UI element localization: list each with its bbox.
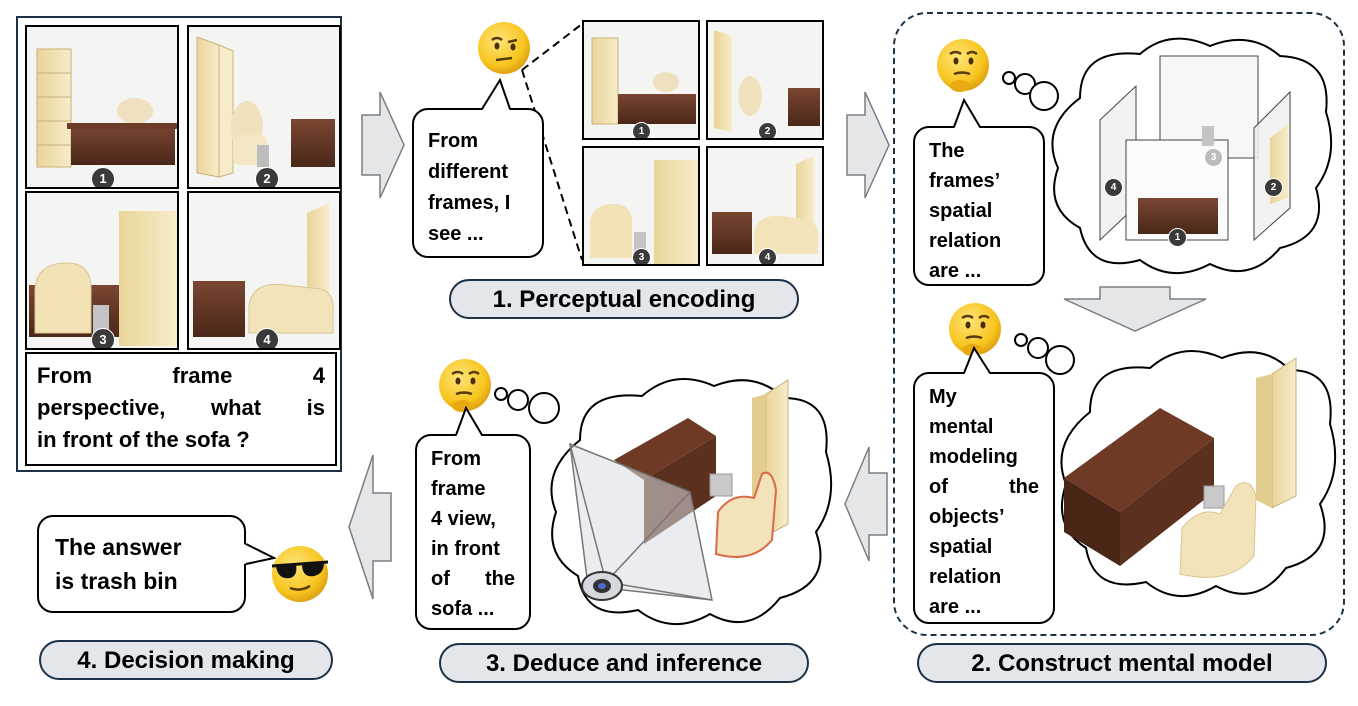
bubble-tail: [963, 346, 991, 375]
question-line: perspective, what is: [37, 395, 325, 420]
perceptual-speech-bubble: From different frames, I see ...: [412, 108, 544, 258]
bubble-line: are ...: [929, 596, 982, 618]
encoded-frame-4: 4: [706, 146, 824, 266]
stage-label-construct-mental-model: 2. Construct mental model: [917, 643, 1327, 683]
frame-number-badge: 4: [1104, 178, 1123, 197]
bubble-tail: [455, 406, 483, 437]
bubble-line: The answer: [55, 534, 182, 560]
left-arrow-2: [348, 454, 392, 600]
view-projection-lines: [521, 23, 583, 261]
frame-number-badge: 3: [91, 328, 115, 348]
question-box: [25, 352, 337, 466]
down-arrow: [1063, 286, 1207, 332]
frame-number-badge: 1: [632, 122, 651, 138]
right-arrow-1: [361, 91, 405, 199]
encoded-frame-1: 1: [582, 20, 700, 140]
stage-label-perceptual-encoding: 1. Perceptual encoding: [449, 279, 799, 319]
bubble-line: frame: [431, 478, 486, 500]
bubble-line: of the: [431, 568, 515, 590]
bubble-line: My: [929, 386, 957, 408]
bubble-line: objects’: [929, 506, 1005, 528]
bubble-line: frames’: [929, 170, 1001, 192]
frame-number-badge: 4: [758, 248, 777, 264]
left-arrow-1: [844, 446, 888, 562]
encoded-frame-2: 2: [706, 20, 824, 140]
frame-number-badge: 2: [255, 167, 279, 187]
thought-cloud-icon: [1051, 37, 1333, 275]
frame-number-badge: 3: [1204, 148, 1223, 167]
bubble-line: spatial: [929, 200, 993, 222]
thinking-face-icon: [478, 22, 530, 74]
bubble-line: frames, I: [428, 192, 511, 214]
bubble-line: mental: [929, 416, 994, 438]
bubble-line: From: [431, 448, 481, 470]
bubble-line: see ...: [428, 223, 484, 245]
camera-icon: [581, 571, 623, 601]
question-panel: [16, 16, 342, 472]
stage-label-decision-making: 4. Decision making: [39, 640, 333, 680]
input-frame-2: 2: [187, 25, 341, 189]
question-line: From frame 4: [37, 363, 325, 388]
bubble-tail: [481, 78, 511, 111]
thought-dots: [494, 387, 560, 424]
thinking-face-icon: [439, 359, 491, 412]
answer-speech-bubble: The answer is trash bin: [37, 515, 246, 613]
thought-cloud-icon: [550, 377, 833, 625]
frame-number-badge: 4: [255, 328, 279, 348]
frames-relation-speech-bubble: The frames’ spatial relation are ...: [913, 126, 1045, 286]
mental-model-dashed-region: [893, 12, 1345, 636]
frame-number-badge: 2: [758, 122, 777, 138]
question-line: in front of the sofa ?: [37, 427, 250, 452]
bubble-line: of the: [929, 476, 1039, 498]
frame-number-badge: 1: [91, 167, 115, 187]
bubble-line: are ...: [929, 260, 982, 282]
bubble-line: is trash bin: [55, 568, 178, 594]
mental-modeling-speech-bubble: My mental modeling of the objects’ spati…: [913, 372, 1055, 624]
input-frame-3: 3: [25, 191, 179, 350]
bubble-line: in front: [431, 538, 500, 560]
input-frame-4: 4: [187, 191, 341, 350]
bubble-line: modeling: [929, 446, 1018, 468]
sunglasses-face-icon: [271, 546, 329, 602]
bubble-line: 4 view,: [431, 508, 496, 530]
input-frame-1: 1: [25, 25, 179, 189]
frame-number-badge: 1: [1168, 228, 1187, 247]
bubble-line: From: [428, 130, 478, 152]
frame-number-badge: 3: [632, 248, 651, 264]
deduce-speech-bubble: From frame 4 view, in front of the sofa …: [415, 434, 531, 630]
bubble-line: The: [929, 140, 965, 162]
bubble-line: sofa ...: [431, 598, 495, 620]
bubble-line: relation: [929, 230, 1002, 252]
bubble-line: different: [428, 161, 508, 183]
encoded-frame-3: 3: [582, 146, 700, 266]
right-arrow-2: [846, 91, 890, 199]
thought-cloud-icon: [1060, 349, 1337, 598]
thought-dots: [1002, 71, 1059, 111]
bubble-line: relation: [929, 566, 1002, 588]
question-text: From frame 4 perspective, what is in fro…: [37, 360, 325, 456]
bubble-tail: [953, 98, 981, 129]
bubble-tail: [244, 543, 276, 565]
frame-number-badge: 2: [1264, 178, 1283, 197]
bubble-line: spatial: [929, 536, 993, 558]
stage-label-deduce-and-inference: 3. Deduce and inference: [439, 643, 809, 683]
thought-dots: [1014, 333, 1075, 375]
thinking-face-icon: [937, 39, 989, 92]
